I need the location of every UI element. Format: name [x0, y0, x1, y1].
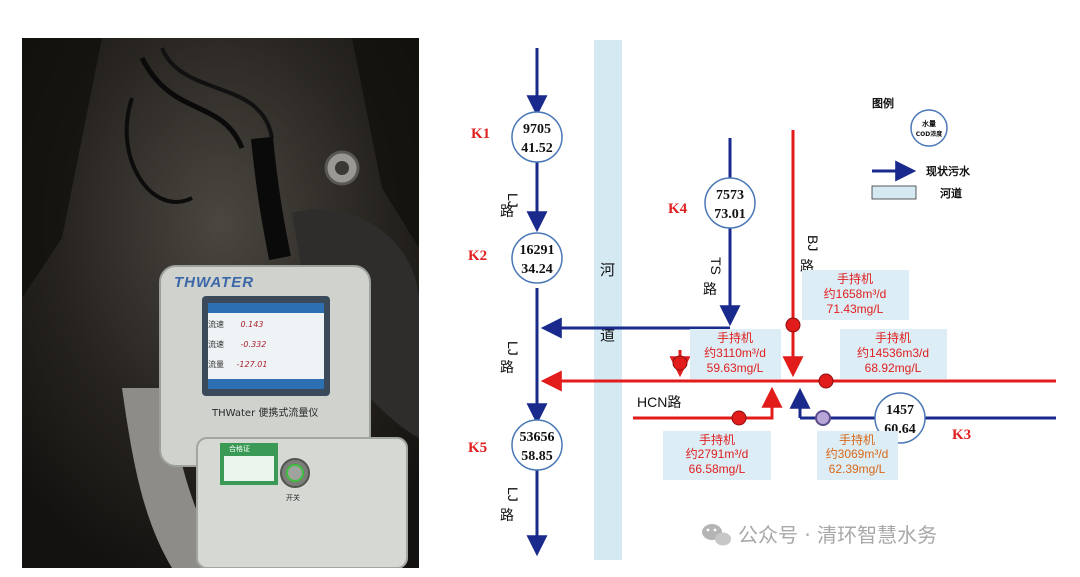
device-caption: THWater 便携式流量仪: [212, 408, 319, 419]
screen-row-label: 流速: [208, 340, 224, 349]
watermark-text: 公众号 · 清环智慧水务: [738, 523, 937, 547]
legend-node-line2: COD浓度: [916, 130, 943, 138]
screen-row-label: 流速: [208, 320, 224, 329]
river-channel: [594, 40, 622, 560]
annotation-flow: 约3110m³/d: [704, 345, 766, 360]
device-brand: THWATER: [174, 274, 255, 291]
node-flow: 1457: [886, 403, 914, 418]
annotation-cod: 59.63mg/L: [707, 361, 764, 375]
node-flow: 7573: [716, 188, 744, 203]
node-k1: 9705 41.52 K1: [471, 111, 563, 163]
node-flow: 53656: [520, 430, 555, 445]
road-label-ts: TS: [708, 257, 724, 275]
annotation-main: 手持机 约14536m3/d 68.92mg/L: [840, 329, 947, 379]
node-flow: 16291: [520, 243, 555, 258]
road-label-lj-1: LJ: [505, 193, 521, 208]
node-id: K2: [468, 248, 487, 264]
annotation-bj: 手持机 约1658m³/d 71.43mg/L: [802, 270, 909, 320]
field-photo-illustration: [22, 38, 419, 568]
node-cod: 73.01: [714, 207, 746, 222]
annotation-cod: 66.58mg/L: [689, 462, 746, 476]
measure-point-main: [818, 373, 834, 389]
annotation-title: 手持机: [837, 271, 873, 286]
legend-river-swatch: [871, 185, 917, 200]
road-label-lj-3: LJ: [505, 487, 521, 502]
road-label-hcn: HCN路: [637, 394, 681, 410]
measure-point-drop: [672, 355, 688, 371]
field-photo: THWATER 流速 0.143 流速 -0.332 流量 -127.01 TH…: [22, 38, 419, 568]
node-id: K4: [668, 201, 688, 217]
annotation-title: 手持机: [717, 330, 753, 345]
annotation-flow: 约14536m3/d: [857, 345, 929, 360]
annotation-title: 手持机: [875, 330, 911, 345]
annotation-cod: 62.39mg/L: [829, 462, 886, 476]
legend-river-label: 河道: [940, 186, 962, 200]
annotation-title: 手持机: [699, 432, 735, 447]
node-cod: 34.24: [521, 262, 553, 277]
watermark: 公众号 · 清环智慧水务: [702, 523, 937, 547]
road-label-lj-3-suffix: 路: [500, 507, 514, 523]
cert-label: 合格证: [229, 445, 250, 453]
node-k2: 16291 34.24 K2: [468, 232, 563, 284]
node-id: K5: [468, 440, 487, 456]
screen-row: 流速 -0.332: [208, 335, 324, 355]
screen-row: 流量 -127.01: [208, 355, 324, 375]
node-cod: 58.85: [521, 449, 553, 464]
road-label-lj-2: LJ: [505, 341, 521, 356]
annotation-title: 手持机: [839, 432, 875, 447]
node-cod: 41.52: [521, 141, 553, 156]
legend-node-line1: 水量: [922, 119, 936, 128]
legend: 图例 水量 COD浓度 现状污水 河道: [871, 96, 971, 200]
annotation-k3: 手持机 约3069m³/d 62.39mg/L: [817, 431, 898, 480]
road-label-bj: BJ: [805, 235, 821, 251]
measure-point-k3: [815, 410, 831, 426]
river-label-2: 道: [600, 326, 615, 344]
screen-row-label: 流量: [208, 360, 224, 369]
node-id: K1: [471, 126, 490, 142]
measure-point-bj: [785, 317, 801, 333]
legend-node-sample: [910, 109, 948, 147]
screen-row-value: -0.332: [240, 340, 267, 349]
device-screen: 流速 0.143 流速 -0.332 流量 -127.01: [208, 315, 324, 375]
node-flow: 9705: [523, 122, 551, 137]
annotation-cod: 68.92mg/L: [865, 361, 922, 375]
annotation-hcn: 手持机 约2791m³/d 66.58mg/L: [663, 431, 771, 480]
screen-row-value: 0.143: [240, 320, 264, 329]
screen-row-value: -127.01: [236, 360, 268, 369]
road-label-ts-suffix: 路: [703, 281, 717, 297]
annotation-drop: 手持机 约3110m³/d 59.63mg/L: [690, 329, 781, 379]
legend-title: 图例: [872, 96, 894, 110]
node-k3: 1457 60.64 K3: [874, 392, 971, 444]
node-k4: 7573 73.01 K4: [668, 177, 756, 229]
wechat-icon: [702, 524, 731, 546]
switch-label: 开关: [286, 494, 300, 502]
measure-point-hcn: [731, 410, 747, 426]
hcn-red-pipe: [633, 386, 783, 420]
road-label-lj-2-suffix: 路: [500, 359, 514, 375]
annotation-cod: 71.43mg/L: [827, 302, 884, 316]
annotation-flow: 约3069m³/d: [826, 446, 889, 461]
annotation-flow: 约2791m³/d: [686, 446, 749, 461]
screen-row: 流速 0.143: [208, 315, 324, 335]
legend-sewer-label: 现状污水: [926, 164, 971, 178]
node-id: K3: [952, 427, 971, 443]
river-label-1: 河: [600, 261, 615, 279]
annotation-flow: 约1658m³/d: [824, 286, 887, 301]
road-label-lj-1-suffix: 路: [500, 203, 514, 219]
node-k5: 53656 58.85 K5: [468, 419, 563, 471]
